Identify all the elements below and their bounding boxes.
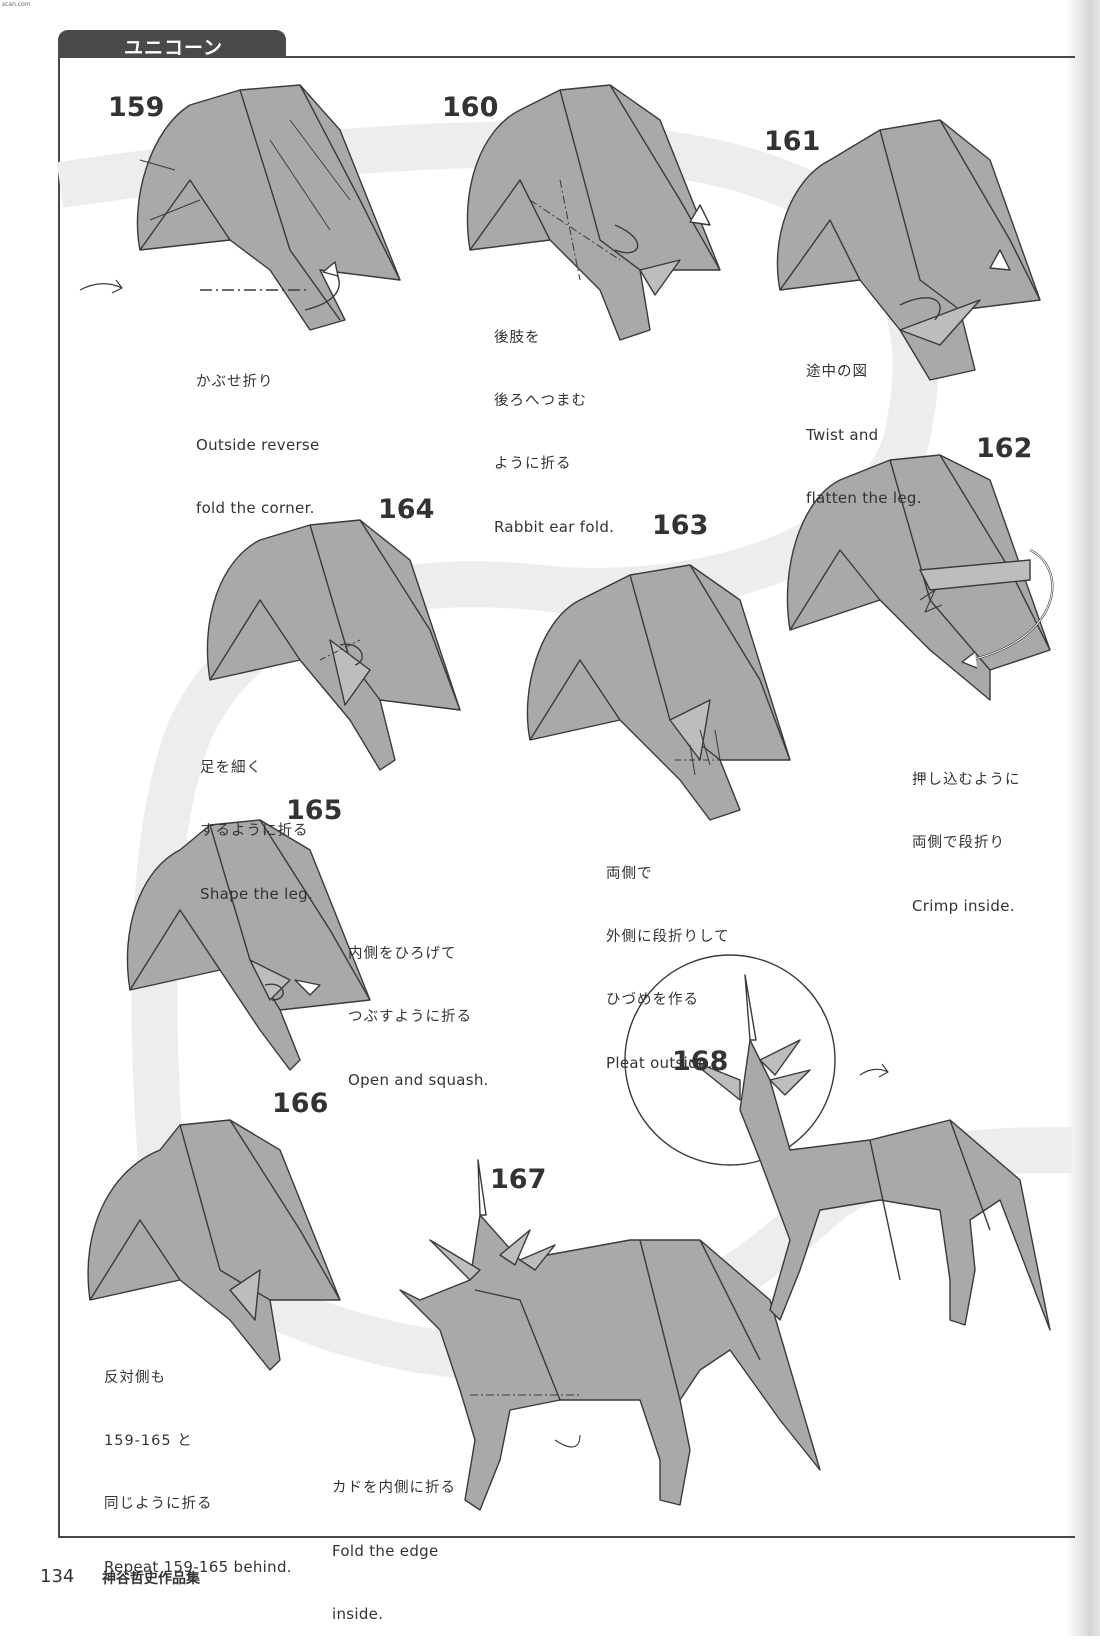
figure-167 [399,1159,821,1511]
title-tab [58,30,286,58]
step-number-160: 160 [442,92,499,123]
caption-160: 後肢を 後ろへつまむ ように折る Rabbit ear fold. [494,286,614,559]
caption-163-jp-3: ひづめを作る [606,992,699,1008]
content-frame [58,56,1075,1538]
caption-161-en-2: flatten the leg. [806,489,922,507]
step-number-162: 162 [976,433,1033,464]
caption-162-jp-1: 押し込むように [912,772,1021,788]
caption-162-jp-2: 両側で段折り [912,835,1005,851]
figure-164 [206,519,461,771]
caption-161-jp-1: 途中の図 [806,364,868,380]
caption-159-en-1: Outside reverse [196,436,320,454]
caption-166: 反対側も 159-165 と 同じように折る Repeat 159-165 be… [104,1326,292,1599]
step-number-167: 167 [490,1164,547,1195]
caption-159-en-2: fold the corner. [196,499,315,517]
caption-165-en-1: Open and squash. [348,1071,489,1089]
page-title: ユニコーン [124,37,224,59]
caption-167: カドを内側に折る Fold the edge inside. [332,1436,456,1646]
caption-165-jp-2: つぶすように折る [348,1009,472,1025]
caption-161: 途中の図 Twist and flatten the leg. [806,320,922,530]
page-number: 134 [40,1566,75,1587]
caption-160-jp-2: 後ろへつまむ [494,393,587,409]
caption-162: 押し込むように 両側で段折り Crimp inside. [912,728,1021,938]
caption-163: 両側で 外側に段折りして ひづめを作る Pleat outside. [606,822,730,1095]
caption-161-en-1: Twist and [806,426,879,444]
caption-165-jp-1: 内側をひろげて [348,946,457,962]
figure-165 [126,819,371,1071]
figure-162 [786,454,1054,701]
caption-167-en-1: Fold the edge [332,1542,439,1560]
corner-watermark: scan.com [2,1,31,8]
caption-167-en-2: inside. [332,1605,384,1623]
caption-159-jp: かぶせ折り [196,374,274,390]
step-number-166: 166 [272,1088,329,1119]
caption-160-en-1: Rabbit ear fold. [494,518,615,536]
caption-165: 内側をひろげて つぶすように折る Open and squash. [348,902,489,1112]
step-number-168: 168 [672,1046,729,1077]
caption-159: かぶせ折り Outside reverse fold the corner. [196,330,320,540]
caption-162-en-1: Crimp inside. [912,897,1015,915]
caption-164-jp-1: 足を細く [200,760,262,776]
figure-160 [466,84,721,341]
caption-164: 足を細く するように折る Shape the leg. [200,716,313,926]
figure-168 [624,954,1051,1331]
caption-163-jp-2: 外側に段折りして [606,929,730,945]
caption-160-jp-1: 後肢を [494,330,541,346]
caption-166-jp-1: 反対側も [104,1370,166,1386]
book-title: 神谷哲史作品集 [102,1571,200,1587]
step-number-165: 165 [286,795,343,826]
figure-159 [79,84,401,331]
step-number-163: 163 [652,510,709,541]
step-number-159: 159 [108,92,165,123]
caption-163-en-1: Pleat outside. [606,1054,713,1072]
figure-163 [526,564,791,821]
figure-166 [87,1119,341,1371]
page-edge-shadow [1066,0,1100,1636]
figure-161 [776,119,1041,381]
step-number-161: 161 [764,126,821,157]
caption-166-en-1: Repeat 159-165 behind. [104,1558,292,1576]
caption-164-en-1: Shape the leg. [200,885,314,903]
caption-163-jp-1: 両側で [606,866,653,882]
step-number-164: 164 [378,494,435,525]
caption-160-jp-3: ように折る [494,456,572,472]
caption-164-jp-2: するように折る [200,823,309,839]
caption-167-jp-1: カドを内側に折る [332,1480,456,1496]
caption-166-jp-2: 159-165 と [104,1433,193,1449]
caption-166-jp-3: 同じように折る [104,1496,213,1512]
